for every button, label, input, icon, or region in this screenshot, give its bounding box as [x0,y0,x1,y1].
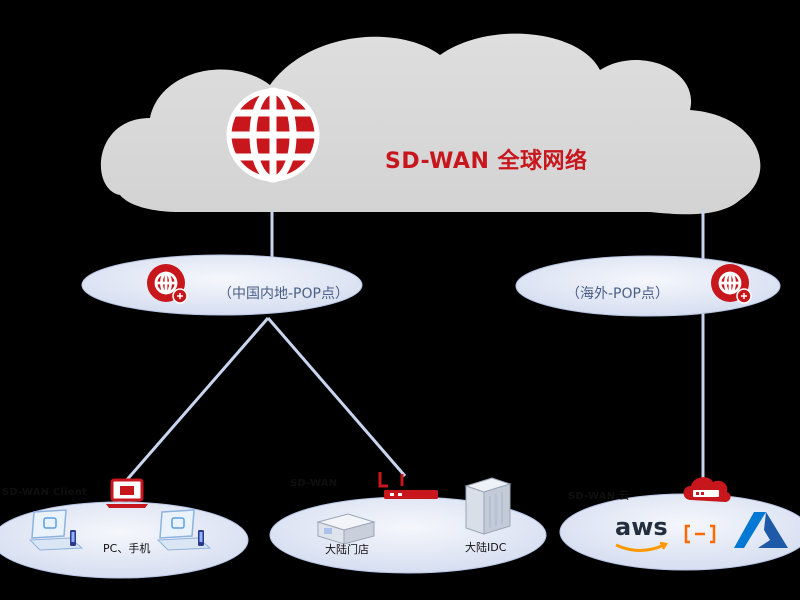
aws-logo-text: aws [615,513,668,541]
cloud-title: SD-WAN 全球网络 [385,149,588,174]
laptop-icon-2 [156,509,212,551]
phone-icon-2 [198,530,204,546]
pc-caption: PC、手机 [103,542,151,555]
idc-caption: 大陆IDC [465,541,507,554]
globe-icon [226,87,320,183]
sdwan-cloud [100,33,761,215]
store-building-icon [316,513,376,545]
sdwan-client-laptop-icon [106,478,148,508]
cn-pop-node [81,254,363,316]
pc-site-tag: SD-WAN Client [2,487,88,498]
phone-icon [70,530,76,546]
router-icon [378,472,438,499]
cloud-router-icon [683,477,731,502]
aws-icon [615,541,669,552]
laptop-icon [28,509,84,551]
cloud-site-tag: SD-WAN 云 [568,491,630,502]
idc-server-icon [464,477,512,535]
overseas-pop-node [515,255,781,317]
cn-pop-to-pc-line [123,317,270,483]
cn-pop-to-store-line [266,317,407,477]
overseas-pop-globe-icon [711,264,752,304]
cn-pop-label: （中国内地-POP点） [218,286,349,302]
aliyun-icon [684,524,716,544]
store-caption: 大陆门店 [325,543,369,556]
store-site-tag: SD-WAN [290,478,338,489]
overseas-pop-label: （海外-POP点） [566,286,669,302]
connection-lines [123,210,705,490]
cn-pop-globe-icon [147,264,188,304]
azure-icon [734,512,788,548]
cloud-site-node [559,493,800,571]
